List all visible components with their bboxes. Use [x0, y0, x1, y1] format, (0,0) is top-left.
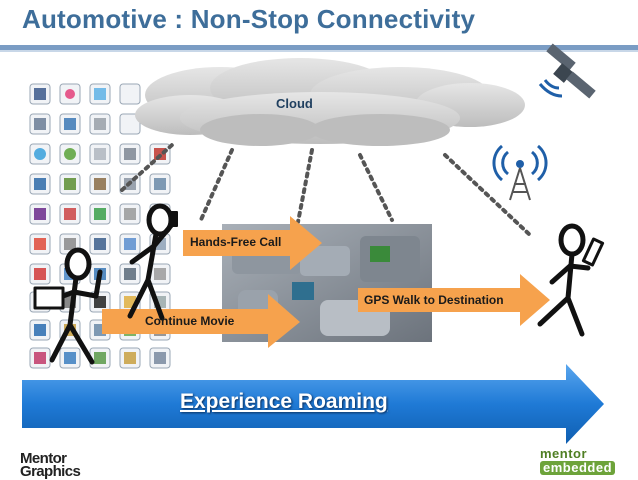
mentor-embedded-logo: mentor embedded — [540, 447, 615, 475]
hands-free-call-label: Hands-Free Call — [190, 235, 281, 249]
mentor-graphics-logo: Mentor Graphics — [20, 452, 80, 478]
cloud-shape — [135, 58, 525, 146]
satellite-icon — [540, 44, 596, 99]
logo-right-top: mentor — [540, 447, 615, 461]
logo-left-bottom: Graphics — [20, 465, 80, 478]
logo-right-bottom: embedded — [540, 461, 615, 475]
experience-roaming-label: Experience Roaming — [180, 390, 388, 414]
cloud-label: Cloud — [276, 96, 313, 111]
radio-tower-icon — [494, 146, 546, 200]
gps-walk-label: GPS Walk to Destination — [364, 293, 504, 307]
continue-movie-label: Continue Movie — [145, 314, 234, 328]
person-with-gps-device — [540, 226, 603, 334]
connection-lines — [122, 145, 530, 235]
